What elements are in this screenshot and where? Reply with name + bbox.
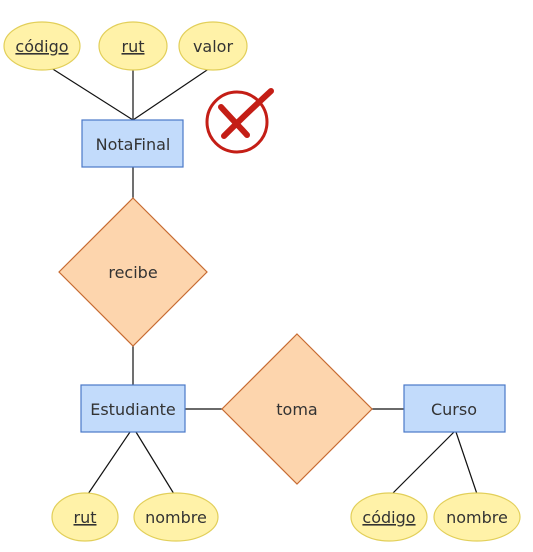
attribute-label: valor — [193, 37, 234, 56]
relationship-recibe: recibe — [58, 197, 208, 347]
attribute-curso-nombre: nombre — [433, 492, 521, 542]
attribute-estudiante-rut: rut — [51, 492, 119, 542]
attribute-label: rut — [122, 37, 145, 56]
relationship-toma: toma — [221, 333, 373, 485]
attribute-label: código — [362, 508, 415, 527]
line-curso-codigo — [391, 431, 455, 495]
line-estudiante-rut — [87, 431, 131, 495]
attribute-curso-codigo: código — [350, 492, 428, 542]
relationship-label: recibe — [108, 263, 157, 282]
entity-estudiante: Estudiante — [80, 384, 186, 433]
attribute-label: rut — [74, 508, 97, 527]
line-codigo-notafinal — [47, 65, 134, 121]
attribute-notafinal-valor: valor — [178, 21, 248, 71]
attribute-estudiante-nombre: nombre — [133, 492, 219, 542]
attribute-label: nombre — [446, 508, 508, 527]
entity-label: Curso — [431, 400, 477, 419]
entity-curso: Curso — [403, 384, 506, 433]
relationship-label: toma — [276, 400, 317, 419]
x-mark-icon — [205, 88, 274, 154]
line-valor-notafinal — [132, 65, 214, 121]
entity-label: NotaFinal — [96, 135, 171, 154]
entity-label: Estudiante — [90, 400, 176, 419]
connector-lines — [47, 65, 478, 495]
attribute-label: nombre — [145, 508, 207, 527]
attribute-label: código — [15, 37, 68, 56]
line-curso-nombre — [455, 431, 478, 495]
entity-notafinal: NotaFinal — [81, 119, 184, 168]
attribute-notafinal-codigo: código — [3, 21, 81, 71]
line-estudiante-nombre — [135, 431, 175, 495]
attribute-notafinal-rut: rut — [98, 21, 168, 71]
